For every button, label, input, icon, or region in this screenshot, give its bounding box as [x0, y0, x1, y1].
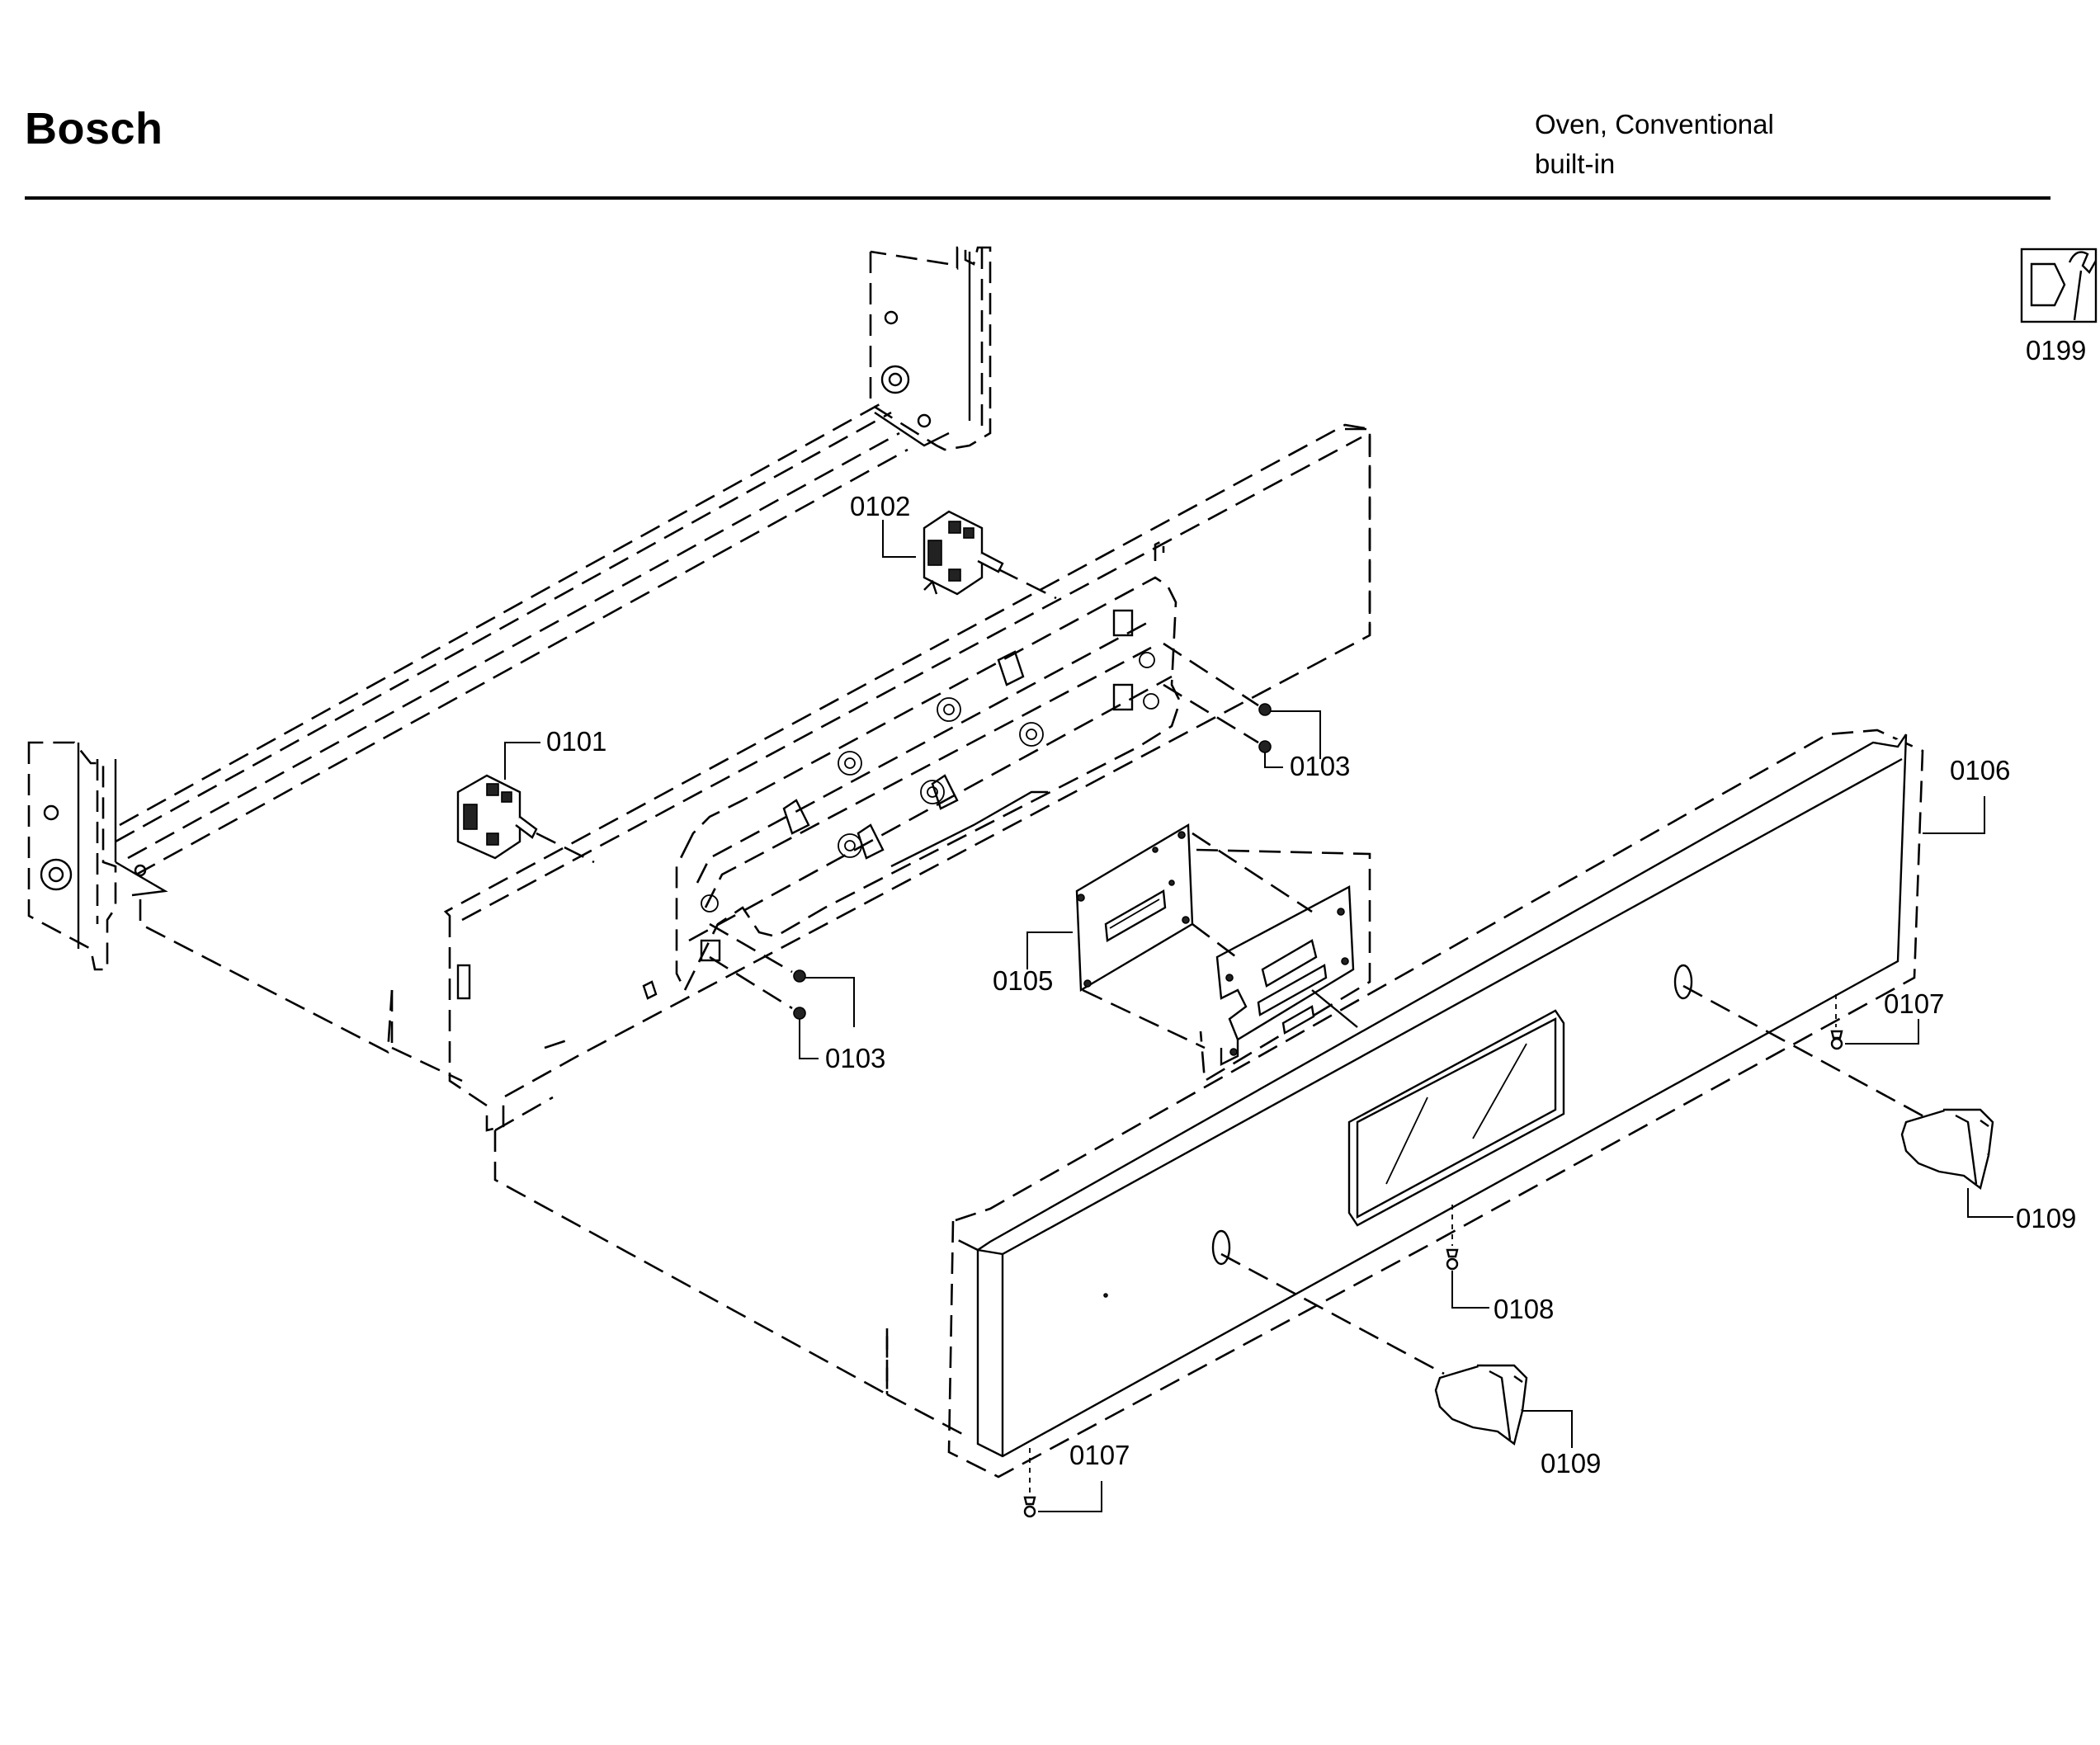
wrench-service-icon[interactable] [2020, 248, 2098, 323]
header-divider [25, 196, 2050, 200]
callout-0103-upper[interactable]: 0103 [1290, 751, 1350, 781]
product-type: Oven, Conventional [1535, 109, 1774, 139]
callout-0109-right[interactable]: 0109 [2016, 1203, 2076, 1233]
callout-0109-center[interactable]: 0109 [1541, 1448, 1601, 1479]
screw-0108[interactable] [1446, 1205, 1489, 1309]
screw-0107-right[interactable] [1830, 994, 1919, 1050]
control-panel-frame [443, 423, 1371, 1132]
control-knob-0109-center[interactable] [1220, 1252, 1573, 1448]
control-knob-0109-right[interactable] [1682, 984, 2013, 1218]
callout-0107-left[interactable]: 0107 [1069, 1440, 1130, 1470]
electronic-board-0105[interactable] [1075, 823, 1194, 993]
brand-name: Bosch [25, 104, 163, 153]
front-fascia-panel-0106[interactable] [947, 729, 1924, 1479]
selector-switch-0102[interactable] [923, 510, 1004, 596]
callout-0103-lower[interactable]: 0103 [825, 1043, 885, 1073]
selector-switch-0101[interactable] [456, 774, 538, 860]
product-subtype: built-in [1535, 149, 1616, 179]
callout-0102[interactable]: 0102 [850, 491, 910, 521]
callout-0199[interactable]: 0199 [2026, 335, 2086, 366]
rear-panel-outline [139, 899, 463, 1082]
callout-0106[interactable]: 0106 [1950, 755, 2010, 785]
callout-0105[interactable]: 0105 [993, 965, 1053, 996]
board-mounting-bracket [1082, 832, 1371, 1083]
callout-0101[interactable]: 0101 [546, 726, 606, 757]
left-side-bracket [27, 741, 147, 971]
lower-panel-outline [493, 1096, 966, 1437]
screw-0103-lower[interactable] [709, 922, 855, 1059]
rear-upright-bracket [869, 246, 992, 451]
screw-0107-left[interactable] [1023, 1448, 1102, 1518]
callout-0108[interactable]: 0108 [1494, 1294, 1554, 1324]
screw-0103-upper[interactable] [1163, 642, 1321, 768]
top-rail [115, 399, 950, 897]
callout-0107-right[interactable]: 0107 [1884, 988, 1944, 1019]
